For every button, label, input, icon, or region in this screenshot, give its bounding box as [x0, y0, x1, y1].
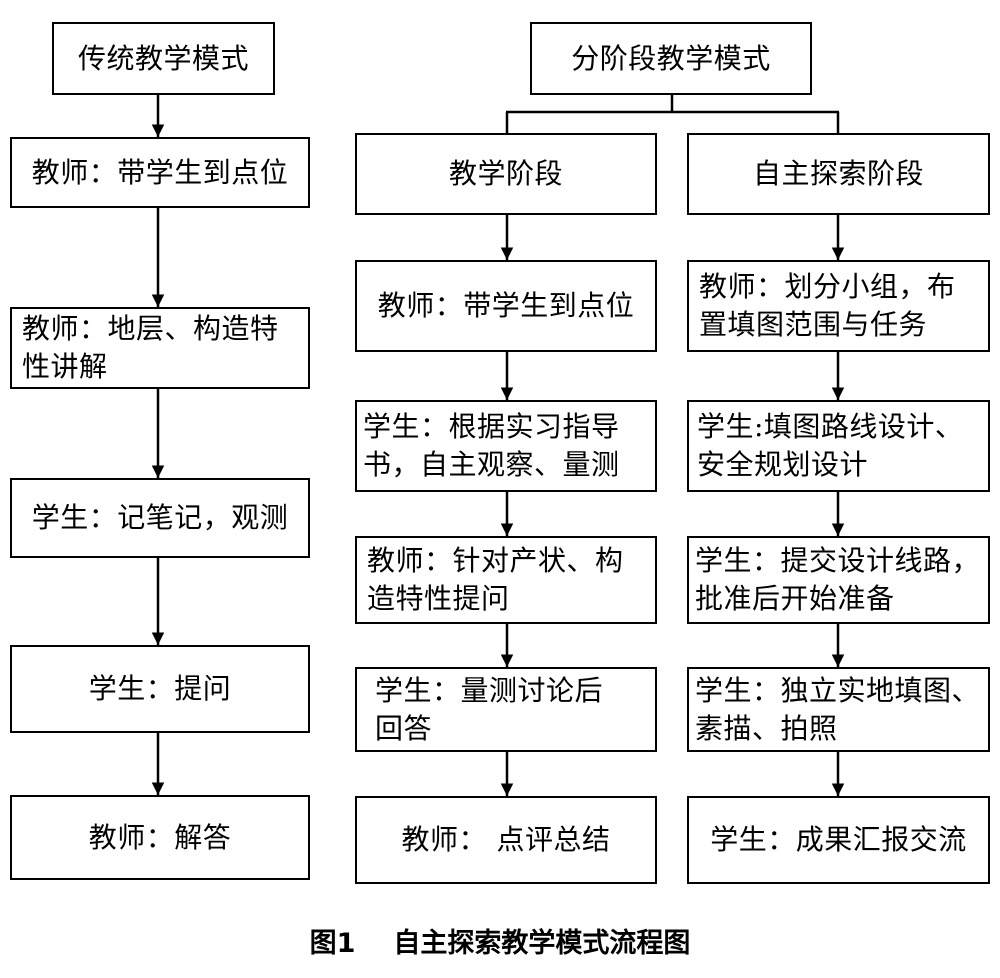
step-text-line: 学生：提问	[88, 672, 232, 705]
teaching-stage-step-3: 教师：针对产状、构 造特性提问	[355, 536, 657, 624]
figure-title: 自主探索教学模式流程图	[393, 928, 691, 959]
step-text-line: 学生：独立实地填图、	[695, 673, 981, 707]
exploration-stage-step-1: 教师：划分小组，布 置填图范围与任务	[687, 260, 990, 352]
staged-mode-title: 分阶段教学模式	[571, 41, 771, 75]
exploration-stage-step-2: 学生:填图路线设计、 安全规划设计	[687, 400, 990, 492]
staged-mode-title-box: 分阶段教学模式	[530, 22, 812, 95]
teaching-stage-step-1: 教师：带学生到点位	[355, 260, 657, 352]
traditional-step-2: 教师：地层、构造特 性讲解	[10, 307, 310, 389]
step-text-line: 教师：划分小组，布	[699, 270, 956, 303]
step-text-line: 学生：根据实习指导	[363, 410, 620, 443]
step-text-line: 学生：量测讨论后	[375, 673, 604, 707]
step-text-line: 性讲解	[22, 350, 108, 383]
teaching-stage-title: 教学阶段	[448, 157, 563, 190]
step-text-line: 书，自主观察、量测	[363, 448, 620, 481]
traditional-step-5: 教师：解答	[10, 795, 310, 880]
traditional-step-4: 学生：提问	[10, 645, 310, 733]
step-text-line: 学生：记笔记，观测	[31, 501, 289, 534]
exploration-stage-step-5: 学生：成果汇报交流	[687, 796, 990, 884]
teaching-stage-step-2: 学生：根据实习指导 书，自主观察、量测	[355, 400, 657, 492]
step-text-line: 教师：针对产状、构	[367, 544, 624, 577]
teaching-stage-step-5: 教师： 点评总结	[355, 796, 657, 884]
figure-caption: 图1 自主探索教学模式流程图	[0, 926, 1000, 962]
traditional-mode-title: 传统教学模式	[77, 41, 249, 75]
step-text-line: 教师： 点评总结	[401, 823, 611, 856]
traditional-step-3: 学生：记笔记，观测	[10, 478, 310, 558]
step-text-line: 教师：地层、构造特	[22, 312, 279, 345]
traditional-mode-title-box: 传统教学模式	[52, 22, 275, 95]
step-text-line: 批准后开始准备	[695, 582, 895, 615]
step-text-line: 学生：成果汇报交流	[710, 823, 967, 856]
step-text-line: 安全规划设计	[697, 448, 869, 481]
exploration-stage-step-4: 学生：独立实地填图、 素描、拍照	[687, 667, 990, 752]
step-text-line: 造特性提问	[367, 582, 510, 615]
step-text-line: 置填图范围与任务	[699, 308, 928, 341]
step-text-line: 教师：带学生到点位	[31, 155, 289, 189]
step-text-line: 教师：解答	[88, 820, 232, 854]
exploration-stage-title: 自主探索阶段	[752, 157, 924, 190]
teaching-stage-step-4: 学生：量测讨论后 回答	[355, 667, 657, 752]
exploration-stage-step-3: 学生：提交设计线路， 批准后开始准备	[687, 536, 990, 624]
teaching-stage-title-box: 教学阶段	[355, 133, 657, 215]
step-text-line: 学生:填图路线设计、	[697, 410, 964, 443]
step-text-line: 素描、拍照	[695, 711, 838, 745]
exploration-stage-title-box: 自主探索阶段	[687, 133, 990, 215]
traditional-step-1: 教师：带学生到点位	[10, 137, 310, 208]
step-text-line: 学生：提交设计线路，	[695, 544, 981, 577]
step-text-line: 回答	[375, 711, 433, 745]
figure-label: 图1	[309, 928, 356, 959]
step-text-line: 教师：带学生到点位	[377, 289, 635, 322]
